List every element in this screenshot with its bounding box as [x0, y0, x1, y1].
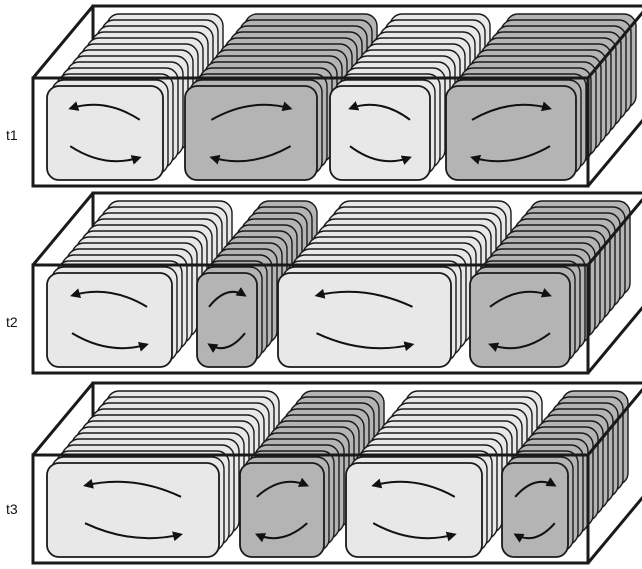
cell-4-cw	[502, 463, 568, 557]
cell-front-face	[470, 273, 570, 367]
panel-t1: t1	[6, 6, 642, 186]
cell-3-ccw	[278, 273, 451, 367]
panel-t3: t3	[6, 383, 642, 563]
cell-front-face	[330, 86, 430, 180]
cell-front-face	[346, 463, 482, 557]
cell-1-ccw	[47, 463, 219, 557]
time-label: t1	[6, 127, 18, 143]
cell-1-ccw	[47, 273, 172, 367]
cell-1-ccw	[47, 86, 163, 180]
cell-3-ccw	[346, 463, 482, 557]
panels: t1 t2 t3	[6, 6, 642, 563]
cell-4-cw	[446, 86, 576, 180]
cell-2-cw	[240, 463, 324, 557]
cell-front-face	[197, 273, 257, 367]
time-label: t3	[6, 501, 18, 517]
time-label: t2	[6, 314, 18, 330]
cell-front-face	[47, 273, 172, 367]
panel-t2: t2	[6, 193, 642, 373]
cell-front-face	[502, 463, 568, 557]
cell-2-cw	[197, 273, 257, 367]
cell-3-ccw	[330, 86, 430, 180]
cell-4-cw	[470, 273, 570, 367]
cell-2-cw	[185, 86, 317, 180]
cell-front-face	[240, 463, 324, 557]
cell-front-face	[446, 86, 576, 180]
cell-front-face	[47, 463, 219, 557]
cell-front-face	[47, 86, 163, 180]
cell-front-face	[185, 86, 317, 180]
cell-front-face	[278, 273, 451, 367]
